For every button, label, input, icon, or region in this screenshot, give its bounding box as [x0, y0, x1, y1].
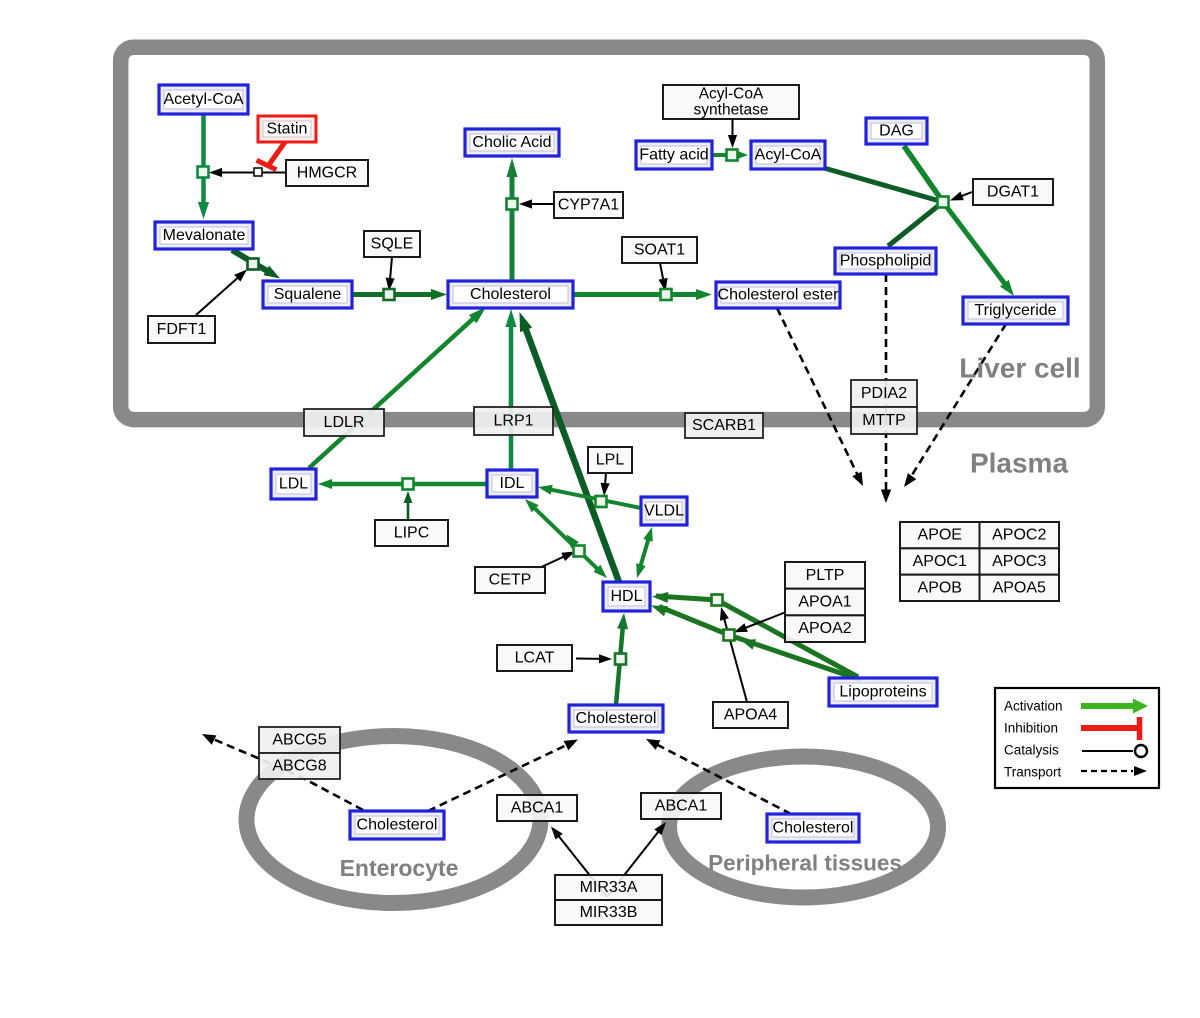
- svg-text:Cholesterol: Cholesterol: [576, 710, 657, 727]
- svg-text:PDIA2: PDIA2: [861, 385, 907, 402]
- svg-text:Phospholipid: Phospholipid: [840, 253, 932, 270]
- svg-text:Plasma: Plasma: [970, 448, 1068, 479]
- svg-text:SCARB1: SCARB1: [692, 417, 756, 434]
- svg-text:Cholesterol: Cholesterol: [773, 820, 854, 837]
- svg-text:synthetase: synthetase: [694, 101, 769, 118]
- svg-text:Inhibition: Inhibition: [1004, 721, 1058, 736]
- svg-text:APOB: APOB: [918, 579, 962, 596]
- svg-text:APOC1: APOC1: [913, 553, 967, 570]
- svg-text:APOC3: APOC3: [992, 553, 1046, 570]
- svg-text:Acetyl-CoA: Acetyl-CoA: [163, 91, 243, 108]
- svg-text:APOA2: APOA2: [798, 620, 851, 637]
- svg-text:ABCG8: ABCG8: [272, 758, 326, 775]
- svg-text:LDLR: LDLR: [324, 414, 365, 431]
- svg-text:CETP: CETP: [489, 572, 532, 589]
- svg-text:FDFT1: FDFT1: [157, 321, 207, 338]
- svg-text:Activation: Activation: [1004, 699, 1063, 714]
- svg-text:Enterocyte: Enterocyte: [340, 855, 459, 881]
- svg-text:Peripheral tissues: Peripheral tissues: [708, 851, 902, 876]
- svg-text:APOA1: APOA1: [798, 594, 851, 611]
- svg-text:SQLE: SQLE: [371, 236, 414, 253]
- svg-text:MIR33B: MIR33B: [580, 904, 638, 921]
- svg-text:Cholesterol: Cholesterol: [470, 286, 551, 303]
- svg-text:APOA5: APOA5: [993, 579, 1046, 596]
- svg-text:VLDL: VLDL: [644, 503, 684, 520]
- svg-text:LPL: LPL: [596, 452, 625, 469]
- svg-text:APOC2: APOC2: [992, 527, 1046, 544]
- svg-text:DGAT1: DGAT1: [987, 184, 1039, 201]
- svg-text:ABCG5: ABCG5: [272, 732, 326, 749]
- svg-text:Lipoproteins: Lipoproteins: [839, 684, 926, 701]
- svg-text:LIPC: LIPC: [394, 525, 430, 542]
- svg-text:Transport: Transport: [1004, 765, 1062, 780]
- svg-text:APOA4: APOA4: [724, 707, 777, 724]
- svg-text:Mevalonate: Mevalonate: [163, 227, 246, 244]
- svg-text:Fatty acid: Fatty acid: [639, 147, 708, 164]
- svg-text:HDL: HDL: [610, 588, 642, 605]
- svg-text:Acyl-CoA: Acyl-CoA: [755, 147, 822, 164]
- svg-text:LDL: LDL: [279, 476, 308, 493]
- svg-text:IDL: IDL: [500, 475, 525, 492]
- svg-text:Triglyceride: Triglyceride: [974, 302, 1056, 319]
- svg-text:Cholesterol ester: Cholesterol ester: [718, 287, 840, 304]
- svg-text:Acyl-CoA: Acyl-CoA: [699, 86, 764, 103]
- svg-text:SOAT1: SOAT1: [634, 242, 685, 259]
- svg-text:LCAT: LCAT: [515, 650, 555, 667]
- svg-text:DAG: DAG: [879, 123, 914, 140]
- svg-text:Statin: Statin: [267, 121, 308, 138]
- svg-text:CYP7A1: CYP7A1: [558, 197, 619, 214]
- svg-text:Cholesterol: Cholesterol: [357, 817, 438, 834]
- svg-text:APOE: APOE: [918, 527, 962, 544]
- svg-text:Liver cell: Liver cell: [959, 353, 1080, 384]
- svg-text:PLTP: PLTP: [806, 567, 845, 584]
- svg-text:HMGCR: HMGCR: [297, 165, 357, 182]
- svg-text:Squalene: Squalene: [274, 286, 342, 303]
- svg-text:MIR33A: MIR33A: [580, 879, 638, 896]
- svg-text:ABCA1: ABCA1: [655, 798, 708, 815]
- svg-text:Cholic Acid: Cholic Acid: [472, 134, 551, 151]
- svg-text:ABCA1: ABCA1: [511, 800, 564, 817]
- svg-text:Catalysis: Catalysis: [1004, 743, 1059, 758]
- svg-text:LRP1: LRP1: [493, 413, 533, 430]
- svg-text:MTTP: MTTP: [862, 412, 906, 429]
